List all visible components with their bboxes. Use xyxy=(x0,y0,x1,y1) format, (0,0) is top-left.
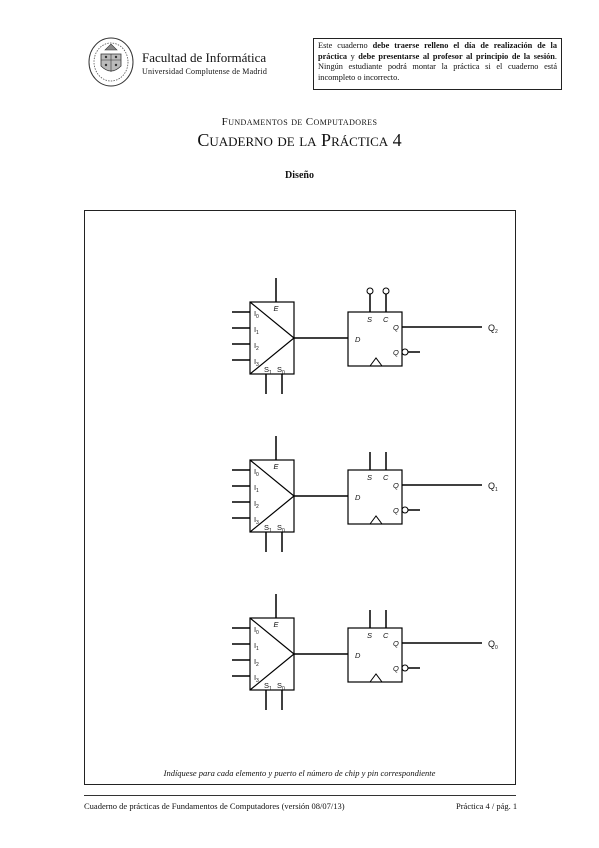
mux1-enable-label: E xyxy=(273,462,279,471)
ff2-set-label: S xyxy=(367,315,372,324)
title-block: Fundamentos de Computadores Cuaderno de … xyxy=(0,116,599,151)
mux2-select-label: S xyxy=(264,365,269,374)
ff2-q-label: Q xyxy=(393,323,399,332)
subject-title: Fundamentos de Computadores xyxy=(221,116,378,128)
ff1-data-label: D xyxy=(355,493,361,502)
notice-bold-2: debe presentarse al profesor al principi… xyxy=(358,51,555,61)
ff2-clear-bubble xyxy=(382,287,390,295)
ff1-set-label: S xyxy=(367,473,372,482)
output-q0-sub: 0 xyxy=(495,645,498,651)
output-q0-label: Q xyxy=(488,639,495,649)
mux1-select-sub: 0 xyxy=(282,528,285,534)
footer-divider xyxy=(84,795,516,796)
notice-bold-1: debe traerse relleno el día de realizaci… xyxy=(318,41,557,61)
university-name: Universidad Complutense de Madrid xyxy=(142,67,268,76)
mux1-select-sub: 1 xyxy=(269,528,272,534)
ff2-data-label: D xyxy=(355,335,361,344)
practice-title: Cuaderno de la Práctica 4 xyxy=(197,130,402,150)
mux0-input-sub: 1 xyxy=(256,646,259,652)
mux1-input-label: I xyxy=(254,483,256,492)
notice-text-3: . Ningún estudiante podrá montar la prác… xyxy=(318,51,557,82)
mux2-input-label: I xyxy=(254,309,256,318)
mux0-input-sub: 0 xyxy=(256,630,259,636)
mux2-input-label: I xyxy=(254,357,256,366)
mux0-select-label: S xyxy=(277,681,282,690)
page-header: Facultad de Informática Universidad Comp… xyxy=(86,36,566,92)
ff1-clear-label: C xyxy=(383,473,389,482)
mux2-select-label: S xyxy=(277,365,282,374)
faculty-name: Facultad de Informática xyxy=(142,50,267,65)
mux1-input-label: I xyxy=(254,515,256,524)
mux1-input-label: I xyxy=(254,467,256,476)
output-q2-label: Q xyxy=(488,323,495,333)
ff1-qbar-label: Q xyxy=(393,506,399,515)
notice-box: Este cuaderno debe traerse relleno el dí… xyxy=(313,38,562,90)
mux2-select-sub: 1 xyxy=(269,370,272,376)
circuit-caption: Indíquese para cada elemento y puerto el… xyxy=(163,768,436,778)
mux1-input-sub: 1 xyxy=(256,488,259,494)
circuit-frame xyxy=(84,210,516,785)
mux0-input-label: I xyxy=(254,657,256,666)
ff0-q-label: Q xyxy=(393,639,399,648)
ff0-data-label: D xyxy=(355,651,361,660)
mux1-input-sub: 0 xyxy=(256,472,259,478)
mux1-select-label: S xyxy=(277,523,282,532)
mux2-enable-label: E xyxy=(273,304,279,313)
mux0-select-sub: 0 xyxy=(282,686,285,692)
mux0-input-label: I xyxy=(254,641,256,650)
mux2-input-sub: 3 xyxy=(256,362,259,368)
output-q1-label: Q xyxy=(488,481,495,491)
mux1-select-label: S xyxy=(264,523,269,532)
mux1-input-sub: 2 xyxy=(256,504,259,510)
mux0-select-label: S xyxy=(264,681,269,690)
ff2-set-bubble xyxy=(366,287,374,295)
output-q1-sub: 1 xyxy=(495,487,498,493)
footer-document-info: Cuaderno de prácticas de Fundamentos de … xyxy=(84,801,345,811)
ff1-q-label: Q xyxy=(393,481,399,490)
ff2-qbar-label: Q xyxy=(393,348,399,357)
mux2-input-sub: 0 xyxy=(256,314,259,320)
mux1-input-label: I xyxy=(254,499,256,508)
mux2-input-sub: 2 xyxy=(256,346,259,352)
university-seal-icon xyxy=(88,37,134,87)
ff2-clear-label: C xyxy=(383,315,389,324)
mux2-input-label: I xyxy=(254,325,256,334)
notice-text-2: y xyxy=(347,51,359,61)
output-q2-sub: 2 xyxy=(495,329,498,335)
mux1-input-sub: 3 xyxy=(256,520,259,526)
mux0-input-label: I xyxy=(254,673,256,682)
mux0-select-sub: 1 xyxy=(269,686,272,692)
mux0-input-sub: 2 xyxy=(256,662,259,668)
mux0-input-label: I xyxy=(254,625,256,634)
ff0-qbar-label: Q xyxy=(393,664,399,673)
mux2-input-label: I xyxy=(254,341,256,350)
mux2-select-sub: 0 xyxy=(282,370,285,376)
mux0-enable-label: E xyxy=(273,620,279,629)
mux2-input-sub: 1 xyxy=(256,330,259,336)
footer-page-number: Práctica 4 / pág. 1 xyxy=(456,801,518,811)
mux0-input-sub: 3 xyxy=(256,678,259,684)
notice-text-1: Este cuaderno xyxy=(318,41,373,50)
section-label: Diseño xyxy=(285,170,314,181)
ff0-clear-label: C xyxy=(383,631,389,640)
ff0-set-label: S xyxy=(367,631,372,640)
